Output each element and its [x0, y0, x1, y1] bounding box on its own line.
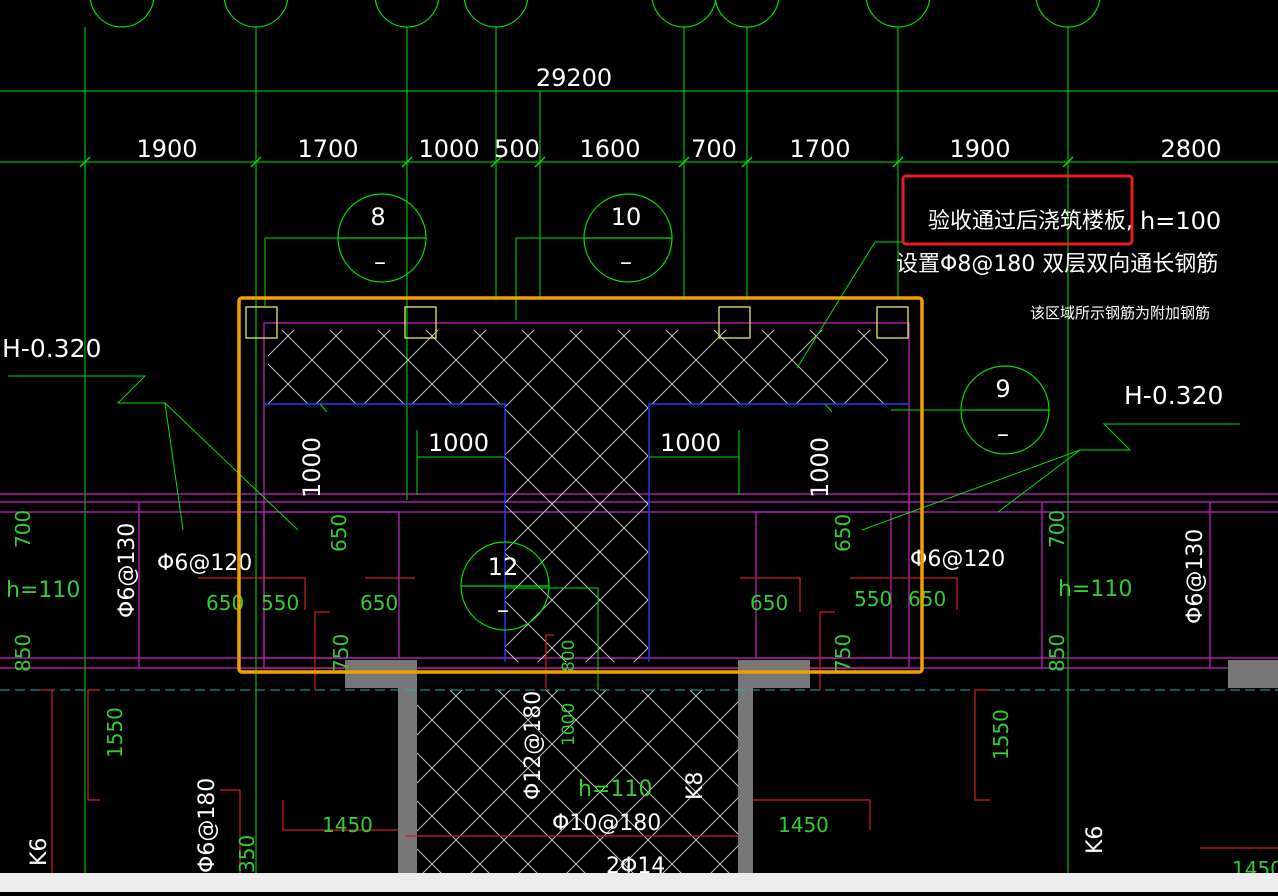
inner-dimensions: 1000 1000 1000 1000 — [298, 429, 834, 498]
rebar-phi6-120-left: Φ6@120 — [157, 551, 252, 576]
dim-1450-right: 1450 — [778, 813, 829, 837]
total-dimension: 29200 — [536, 64, 612, 92]
leader-lines — [8, 237, 1240, 690]
bottom-scroll-strip — [0, 873, 1278, 892]
annotation-note: 验收通过后浇筑楼板, h=100 设置Φ8@180 双层双向通长钢筋 该区域所示… — [896, 207, 1221, 322]
rebar-phi6-120-right: Φ6@120 — [910, 547, 1005, 572]
dim-1550-left: 1550 — [103, 707, 127, 758]
red-leaders — [40, 577, 1278, 873]
bubble-circles — [337, 193, 1050, 631]
dim-650-d: 650 — [750, 591, 788, 615]
rebar-phi12-180: Φ12@180 — [521, 691, 546, 800]
annotation-line1-h: h=100 — [1140, 207, 1221, 235]
dimension-ticks — [79, 156, 1074, 168]
dim-700-left: 700 — [11, 510, 35, 548]
dim-8: 1900 — [949, 135, 1010, 163]
axis-9-sub: – — [997, 420, 1009, 448]
axis-10-sub: – — [620, 248, 632, 276]
dim-550-a: 550 — [261, 591, 299, 615]
dim-750-a: 750 — [329, 634, 353, 672]
dim-1550-right: 1550 — [989, 709, 1013, 760]
rebar-phi6-130-right: Φ6@130 — [1183, 529, 1208, 624]
beam-k8: K8 — [683, 772, 708, 800]
dim-800: 800 — [559, 640, 579, 672]
dim-7: 1700 — [789, 135, 850, 163]
axis-9-label: 9 — [995, 375, 1010, 403]
dim-1450-left: 1450 — [322, 813, 373, 837]
walls — [345, 660, 1278, 873]
dim-1000-c: 1000 — [559, 703, 579, 746]
elevation-right: H-0.320 — [1124, 381, 1223, 410]
dim-550-b: 550 — [854, 587, 892, 611]
dim-650-e: 650 — [908, 587, 946, 611]
dim-6: 700 — [691, 135, 737, 163]
axis-grid-lines — [0, 27, 1278, 892]
dim-1000-right-vertical: 1000 — [806, 437, 834, 498]
dim-9: 2800 — [1160, 135, 1221, 163]
dim-650-c: 650 — [360, 591, 398, 615]
dim-4: 500 — [494, 135, 540, 163]
axis-10-label: 10 — [611, 203, 642, 231]
hatched-areas — [268, 330, 888, 873]
dim-1000-left-vertical: 1000 — [298, 437, 326, 498]
dim-350: 350 — [235, 835, 259, 873]
rebar-phi6-180: Φ6@180 — [195, 778, 220, 873]
dim-750-b: 750 — [831, 634, 855, 672]
slab-h110-right: h=110 — [1058, 577, 1132, 602]
highlight-box-orange — [237, 296, 924, 674]
dim-1000-left-horizontal: 1000 — [428, 429, 489, 457]
dim-850-right: 850 — [1045, 634, 1069, 672]
axis-8-sub: – — [374, 248, 386, 276]
dim-650-f: 650 — [831, 514, 855, 552]
dim-850-left: 850 — [11, 634, 35, 672]
dim-700-right: 700 — [1045, 510, 1069, 548]
columns — [245, 306, 909, 339]
dim-1000-right-horizontal: 1000 — [660, 429, 721, 457]
dim-650-a: 650 — [327, 514, 351, 552]
rebar-phi6-130-left: Φ6@130 — [115, 523, 140, 618]
slab-h110-center: h=110 — [578, 777, 652, 802]
dim-2: 1700 — [297, 135, 358, 163]
dim-3: 1000 — [418, 135, 479, 163]
top-dimension-row: 1900 1700 1000 500 1600 700 1700 1900 28… — [136, 135, 1221, 163]
beam-k6-right: K6 — [1083, 826, 1108, 854]
annotation-line3: 该区域所示钢筋为附加钢筋 — [1030, 304, 1210, 322]
callout-box-red — [901, 174, 1134, 246]
dim-1: 1900 — [136, 135, 197, 163]
blue-outline — [264, 403, 909, 662]
elevation-left: H-0.320 — [2, 334, 101, 363]
top-axis-bubbles — [89, 0, 1101, 28]
annotation-line1: 验收通过后浇筑楼板, — [928, 209, 1133, 234]
axis-12-label: 12 — [488, 553, 519, 581]
rebar-labels: Φ6@120 Φ6@120 Φ6@130 Φ6@130 Φ6@180 Φ12@1… — [27, 523, 1208, 879]
green-dimensions: 650 650 550 650 650 550 650 650 750 750 … — [6, 510, 1278, 881]
beam-k6-left: K6 — [27, 838, 52, 866]
slab-h110-left: h=110 — [6, 578, 80, 603]
rebar-phi10-180: Φ10@180 — [552, 811, 661, 836]
dim-5: 1600 — [579, 135, 640, 163]
axis-12-sub: – — [497, 596, 509, 624]
axis-8-label: 8 — [370, 203, 385, 231]
bubble-labels: 8 – 10 – 9 – 12 – — [370, 203, 1010, 624]
annotation-line2: 设置Φ8@180 双层双向通长钢筋 — [896, 252, 1218, 277]
